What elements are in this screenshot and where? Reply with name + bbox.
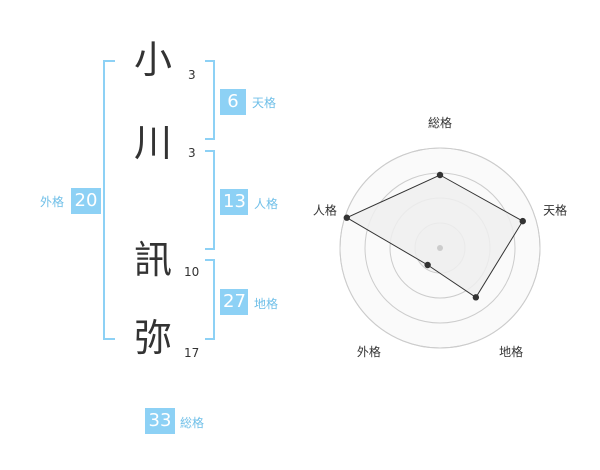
soukaku-badge: 33 (145, 408, 175, 434)
gaikaku-label: 外格 (40, 195, 65, 209)
jinkaku-label: 人格 (254, 197, 279, 211)
radar-point-4 (343, 214, 350, 221)
name-char-2: 川 (133, 121, 172, 165)
name-char-4: 弥 (133, 316, 172, 360)
gaikaku-bracket (103, 60, 115, 340)
radar-center-dot (437, 245, 443, 251)
fortune-radar-chart: 総格 天格 地格 外格 人格 (313, 115, 567, 359)
axis-label-soukaku: 総格 (428, 115, 452, 130)
radar-ring (339, 147, 541, 349)
radar-point-0 (436, 171, 444, 179)
stroke-count-2: 3 (188, 146, 196, 160)
radar-point-1 (519, 217, 526, 225)
tenkaku-bracket (205, 60, 215, 140)
axis-label-chikaku: 地格 (499, 344, 523, 359)
tenkaku-label: 天格 (252, 96, 277, 110)
name-char-1: 小 (133, 38, 172, 82)
radar-points (343, 171, 526, 301)
axis-label-jinkaku: 人格 (313, 203, 337, 218)
radar-area (345, 174, 524, 299)
soukaku-label: 総格 (180, 416, 205, 430)
stroke-count-3: 10 (184, 265, 200, 279)
axis-label-gaikaku: 外格 (357, 344, 381, 359)
chikaku-badge: 27 (220, 289, 248, 315)
chikaku-label: 地格 (254, 297, 279, 311)
gaikaku-badge: 20 (71, 188, 101, 214)
jinkaku-bracket (205, 150, 215, 250)
chikaku-bracket (205, 259, 215, 340)
axis-label-tenkaku: 天格 (543, 203, 567, 218)
stroke-count-1: 3 (188, 68, 196, 82)
stroke-count-4: 17 (184, 346, 200, 360)
radar-point-2 (472, 294, 480, 301)
radar-labels: 総格 天格 地格 外格 人格 (313, 115, 567, 359)
radar-point-3 (424, 261, 431, 269)
name-char-3: 訊 (133, 238, 172, 282)
jinkaku-badge: 13 (220, 189, 248, 215)
tenkaku-badge: 6 (220, 89, 246, 115)
